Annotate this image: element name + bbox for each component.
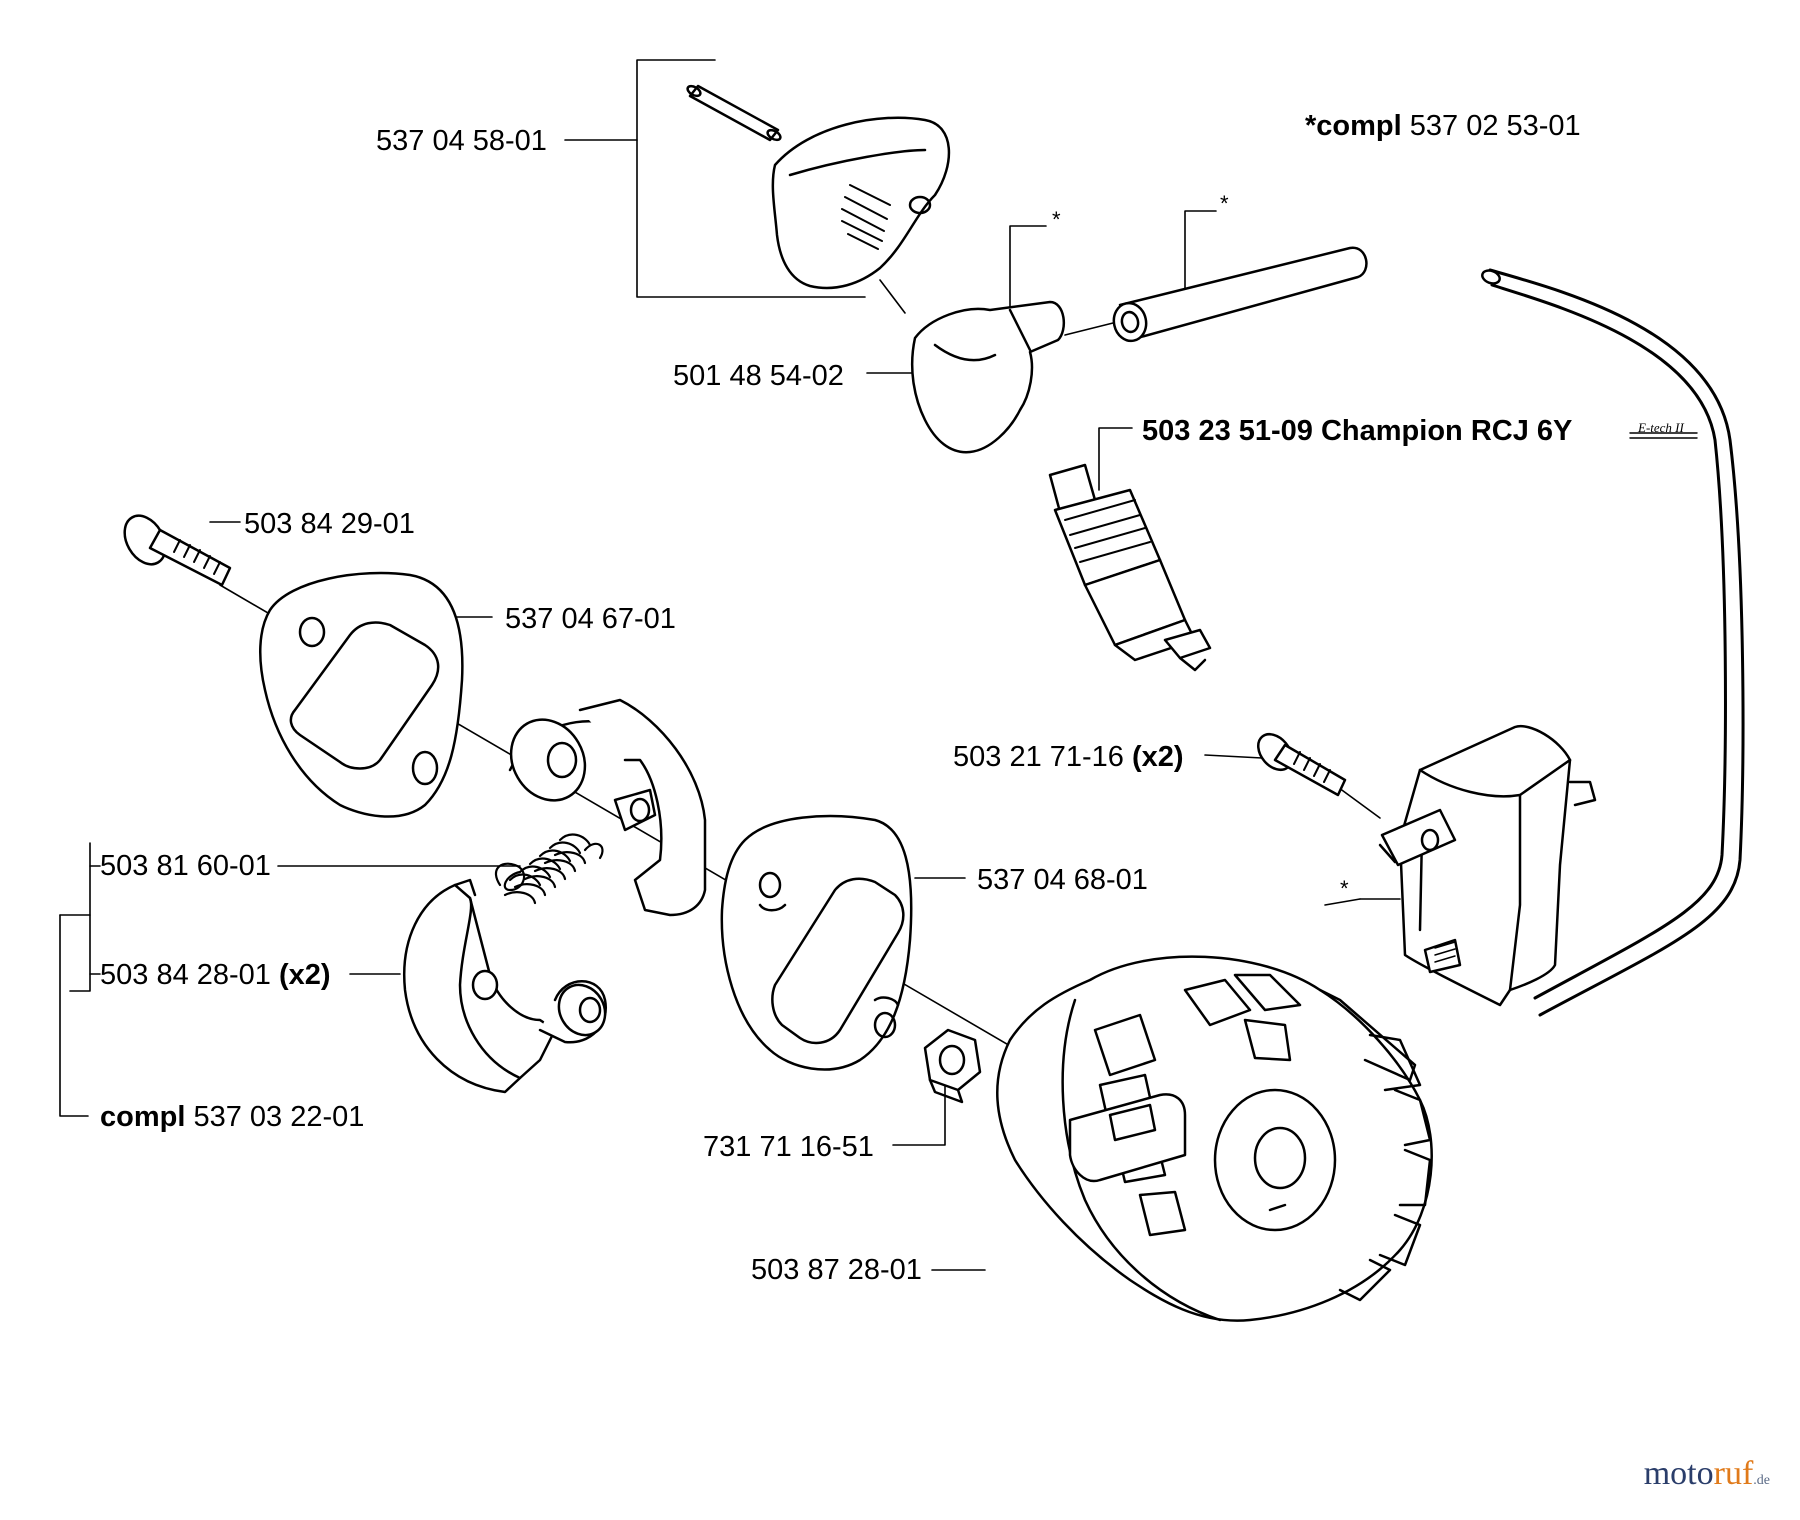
label-star-boot: * — [1052, 207, 1061, 232]
label-screw-module-number: 503 21 71-16 — [953, 741, 1124, 773]
ignition-module — [1378, 724, 1597, 1007]
label-screw-module: 503 21 71-16 (x2) — [953, 743, 1184, 772]
label-plate-bottom: 537 04 68-01 — [977, 864, 1148, 896]
spark-boot — [910, 300, 1066, 454]
label-cap-assembly: 537 04 58-01 — [376, 125, 547, 157]
watermark-part-2: ruf — [1713, 1455, 1754, 1492]
label-clutch-compl: compl 537 03 22-01 — [100, 1103, 364, 1132]
clutch-shoe-lower — [403, 878, 608, 1094]
spark-plug — [1048, 463, 1212, 672]
spark-cap-cover — [771, 116, 951, 290]
flywheel — [996, 955, 1433, 1322]
spring — [494, 833, 604, 905]
screw-module — [1257, 732, 1347, 797]
clutch-arm-upper — [508, 698, 707, 917]
label-screw-top: 503 84 29-01 — [244, 508, 415, 540]
label-spring: 503 81 60-01 — [100, 850, 271, 882]
label-clutch-shoe-number: 503 84 28-01 — [100, 959, 271, 991]
label-spark-boot: 501 48 54-02 — [673, 360, 844, 392]
label-clutch-prefix: compl — [100, 1101, 186, 1133]
label-clutch-shoe: 503 84 28-01 (x2) — [100, 961, 331, 990]
label-compl-ignition: *compl 537 02 53-01 — [1305, 112, 1581, 141]
plate-top — [259, 571, 464, 818]
watermark-tld: .de — [1753, 1473, 1770, 1488]
nut — [923, 1028, 982, 1104]
label-plate-top: 537 04 67-01 — [505, 603, 676, 635]
label-compl-number: 537 02 53-01 — [1409, 110, 1581, 142]
etech-mark: E-tech II — [1629, 420, 1698, 439]
pin — [686, 84, 782, 142]
ignition-tube — [1112, 246, 1368, 343]
label-clutch-number: 537 03 22-01 — [193, 1101, 365, 1133]
label-flywheel: 503 87 28-01 — [751, 1254, 922, 1286]
label-star-module: * — [1340, 876, 1349, 901]
leader-lines — [59, 59, 1401, 1271]
watermark-part-1: moto — [1643, 1455, 1714, 1492]
ht-lead — [1481, 268, 1745, 1017]
label-nut: 731 71 16-51 — [703, 1131, 874, 1163]
etech-text: E-tech II — [1637, 420, 1685, 435]
watermark-logo: motoruf.de — [1644, 1455, 1770, 1493]
label-clutch-shoe-qty: (x2) — [279, 959, 331, 991]
label-star-tube: * — [1220, 191, 1229, 216]
label-spark-plug: 503 23 51-09 Champion RCJ 6Y — [1142, 415, 1573, 447]
screw-top — [123, 514, 232, 587]
label-screw-module-qty: (x2) — [1132, 741, 1184, 773]
label-compl-prefix: *compl — [1305, 110, 1402, 142]
plate-bottom — [720, 814, 913, 1071]
